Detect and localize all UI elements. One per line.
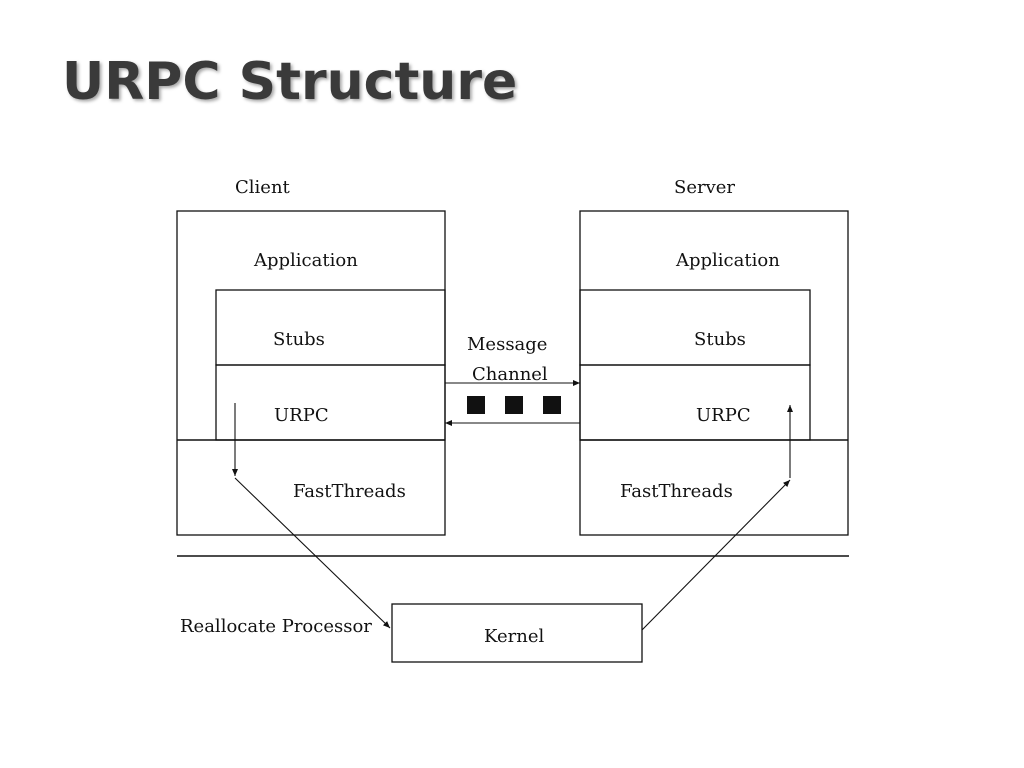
- server-urpc-box: [579, 364, 811, 441]
- kernel-box: [391, 603, 643, 663]
- client-fastthreads-label: FastThreads: [293, 481, 406, 502]
- channel-label-line2: Channel: [472, 364, 548, 385]
- client-urpc-label: URPC: [274, 405, 329, 426]
- channel-messages: [467, 396, 561, 414]
- client-stubs-label: Stubs: [273, 329, 325, 350]
- kernel-label: Kernel: [484, 626, 544, 647]
- channel-label-line1: Message: [467, 334, 547, 355]
- client-heading: Client: [235, 177, 291, 198]
- client-to-kernel-arrow: [234, 477, 391, 629]
- kernel-to-server-arrow: [641, 479, 791, 631]
- client-stubs-box: [215, 289, 446, 366]
- client-urpc-box: [215, 364, 446, 441]
- slide-title: URPC Structure: [62, 52, 518, 112]
- server-urpc-label: URPC: [696, 405, 751, 426]
- message-block: [543, 396, 561, 414]
- server-stubs-box: [579, 289, 811, 366]
- message-block: [505, 396, 523, 414]
- server-stubs-label: Stubs: [694, 329, 746, 350]
- server-fastthreads-label: FastThreads: [620, 481, 733, 502]
- server-application-label: Application: [675, 250, 780, 271]
- message-block: [467, 396, 485, 414]
- client-application-label: Application: [253, 250, 358, 271]
- server-heading: Server: [674, 177, 735, 198]
- reallocate-processor-label: Reallocate Processor: [180, 616, 372, 637]
